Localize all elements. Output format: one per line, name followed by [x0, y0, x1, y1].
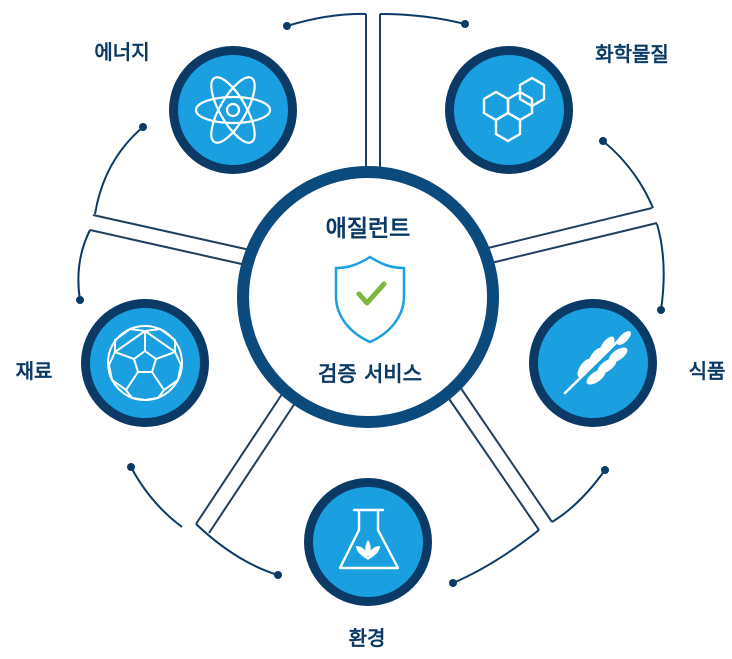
sector-label-environment: 환경	[349, 626, 386, 650]
outer-arcs	[77, 12, 665, 584]
flask-leaf-icon	[338, 508, 400, 570]
wheat-icon	[563, 331, 631, 395]
sector-energy: 에너지	[94, 40, 297, 174]
sector-label-food: 식품	[689, 359, 726, 383]
hexagon-molecule-icon	[482, 76, 546, 143]
arc-end-dots	[76, 20, 665, 587]
sector-label-energy: 에너지	[94, 40, 149, 64]
sector-label-materials: 재료	[16, 359, 53, 383]
center-hub: 애질런트 검증 서비스	[237, 166, 499, 428]
sector-food: 식품	[529, 299, 725, 427]
sector-environment: 환경	[304, 478, 432, 650]
shield-check-icon	[334, 255, 406, 344]
center-title: 애질런트	[326, 216, 411, 242]
sector-materials: 재료	[16, 299, 209, 427]
soccer-ball-icon	[107, 325, 183, 402]
sector-label-chemicals: 화학물질	[595, 42, 669, 66]
atom-icon	[194, 76, 272, 144]
divider-lines	[89, 14, 658, 534]
sector-chemicals: 화학물질	[445, 42, 669, 174]
center-subtitle: 검증 서비스	[318, 362, 422, 386]
